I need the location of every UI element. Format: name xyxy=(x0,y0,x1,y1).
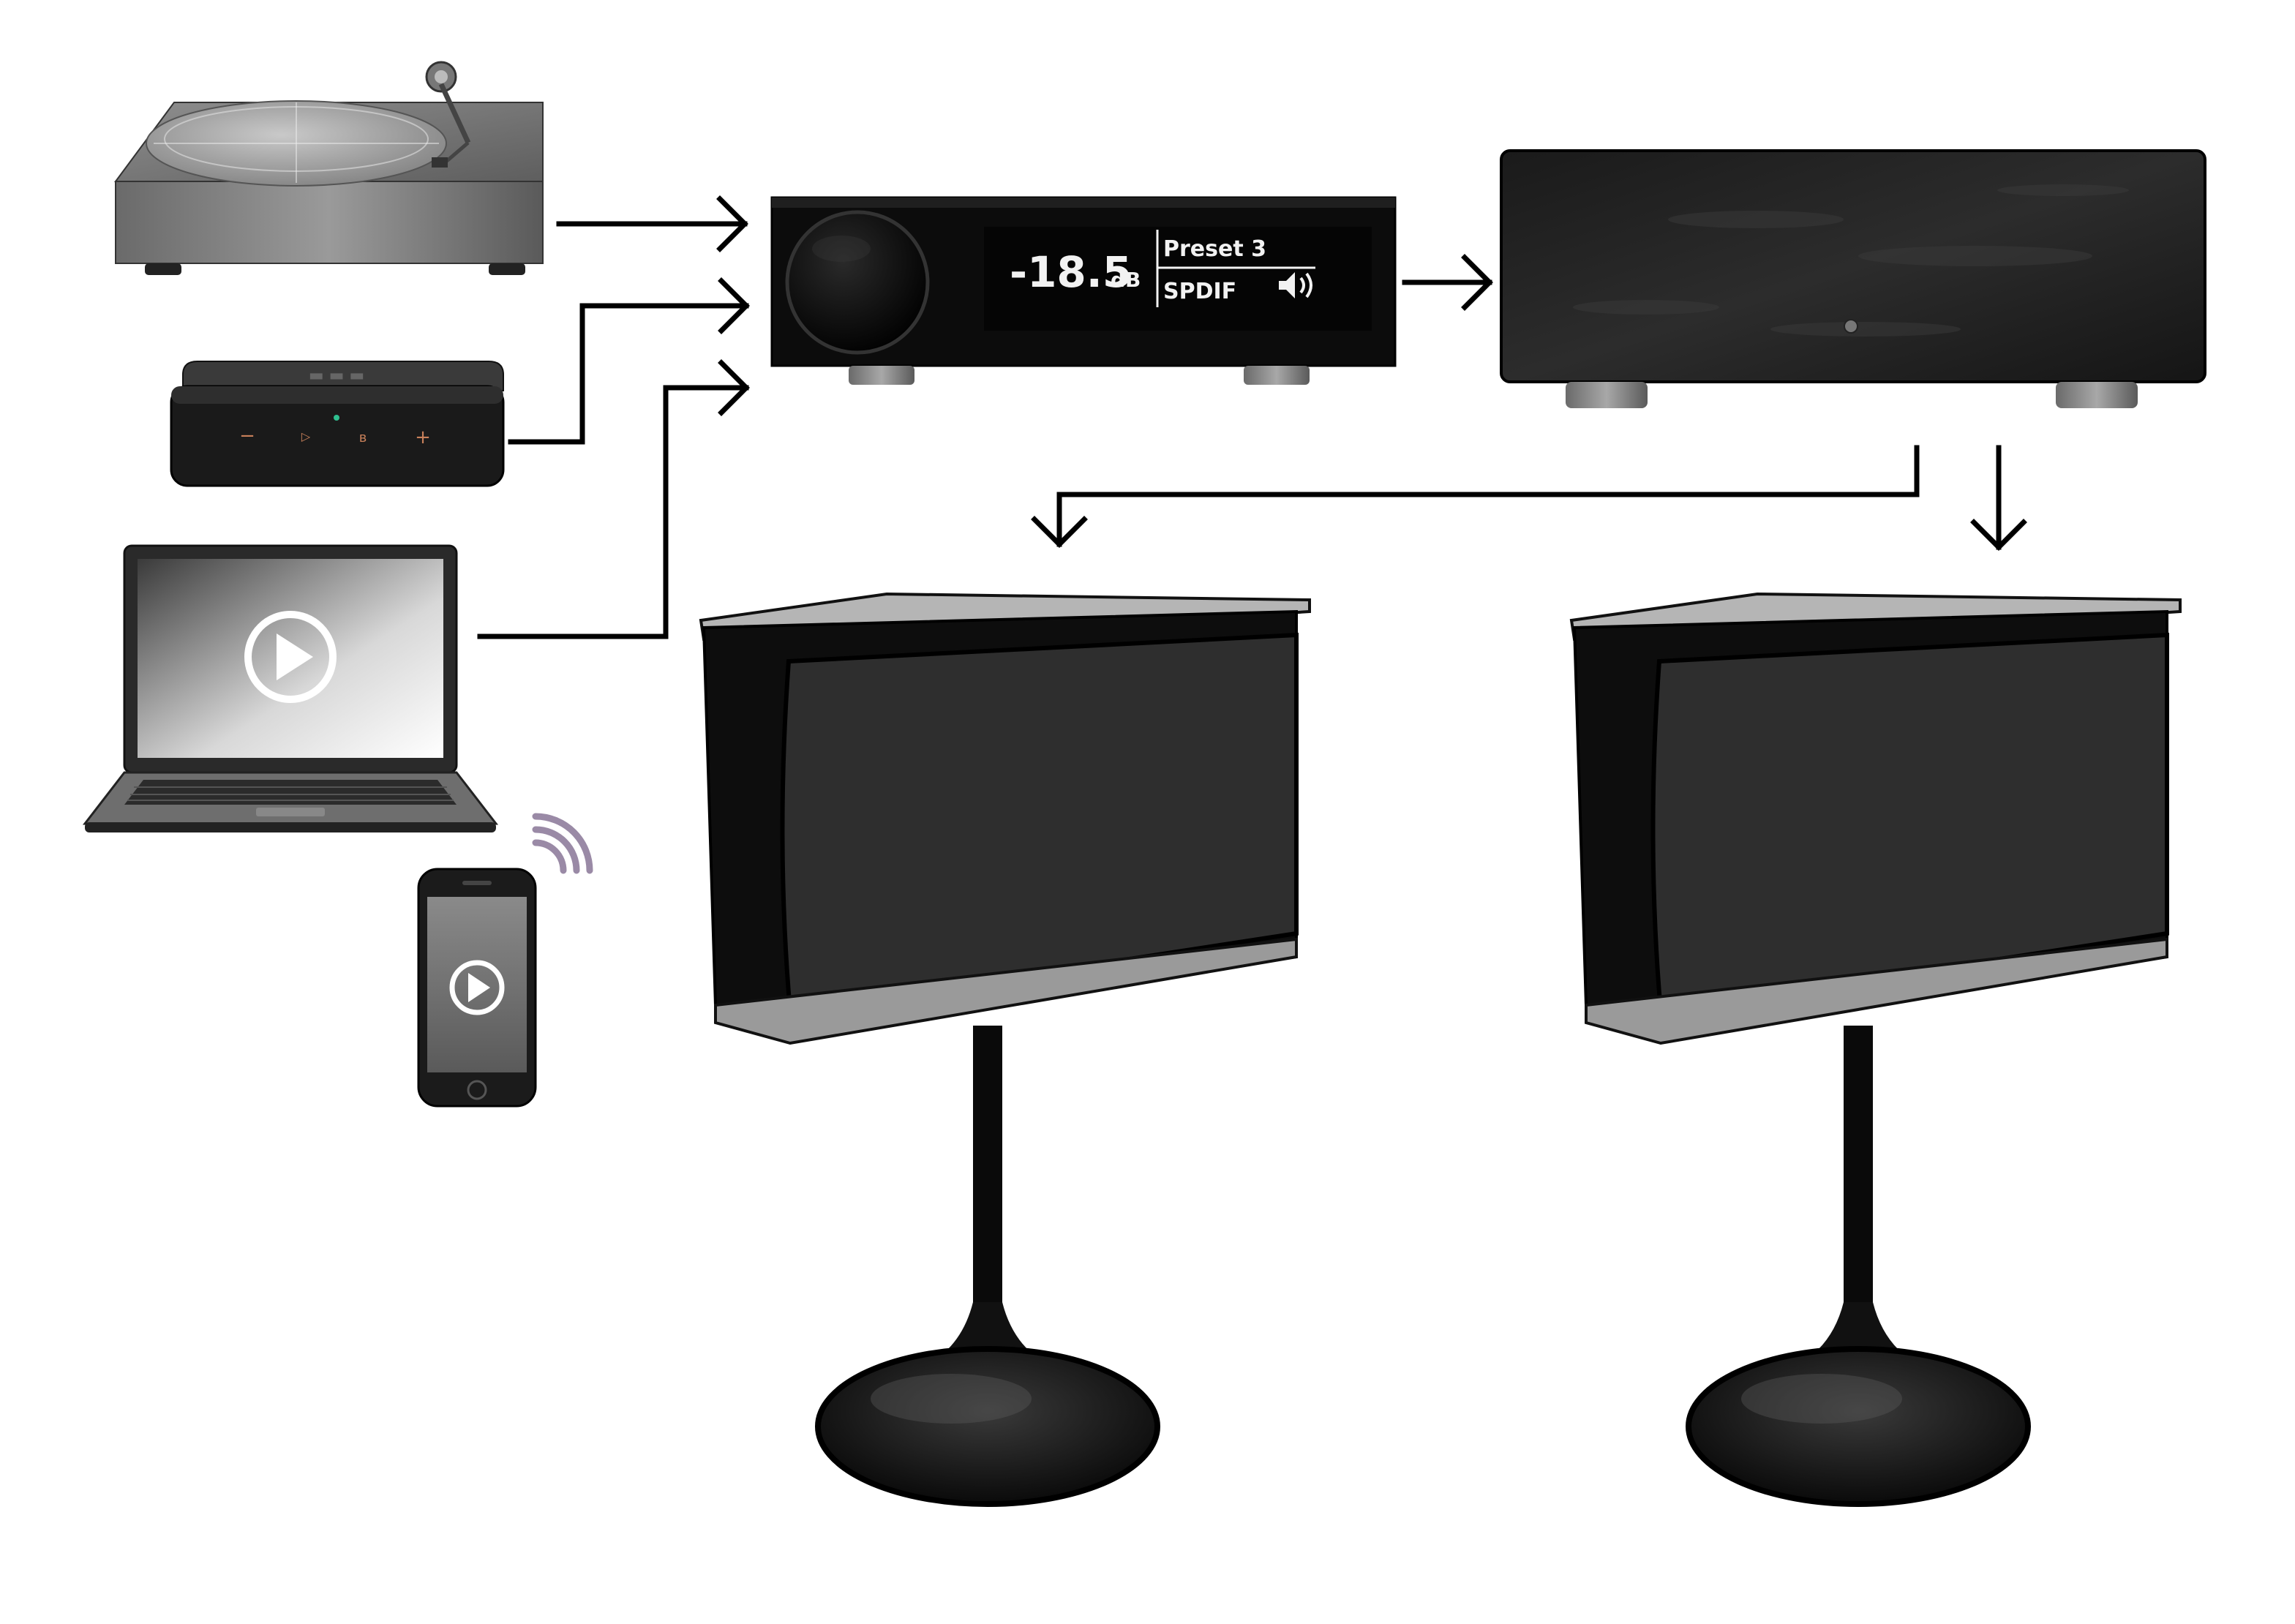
speaker-right xyxy=(1569,592,2182,1507)
smartphone xyxy=(417,868,537,1108)
laptop-play-icon xyxy=(244,611,337,703)
wireless-signal-icon xyxy=(532,813,593,874)
minus-icon: − xyxy=(239,425,255,447)
signal-arrows xyxy=(477,195,2027,639)
volume-value: -18.5 xyxy=(1010,247,1132,297)
input-label: SPDIF xyxy=(1163,279,1236,304)
play-small-icon: ▷ xyxy=(301,429,311,443)
streamer-logo-icon: ▬ ▬ ▬ xyxy=(309,366,364,385)
volume-knob[interactable] xyxy=(785,210,930,355)
power-led xyxy=(1844,319,1858,334)
phone-play-icon xyxy=(449,960,505,1015)
speaker-volume-icon xyxy=(1279,272,1312,298)
bluetooth-icon: ʙ xyxy=(359,430,367,446)
speaker-left xyxy=(699,592,1311,1507)
turntable xyxy=(114,61,544,275)
power-amplifier xyxy=(1500,149,2206,408)
laptop xyxy=(82,544,499,832)
preset-label: Preset 3 xyxy=(1163,236,1266,262)
plus-icon: + xyxy=(415,426,431,448)
volume-unit: dB xyxy=(1111,268,1141,292)
lcd-display xyxy=(984,227,1372,331)
preamplifier: -18.5 dB Preset 3 SPDIF xyxy=(770,196,1397,385)
status-led xyxy=(334,415,339,421)
streamer: ▬ ▬ ▬ − ▷ ʙ + xyxy=(170,361,505,487)
streamer-buttons: − ▷ ʙ + xyxy=(239,415,431,448)
